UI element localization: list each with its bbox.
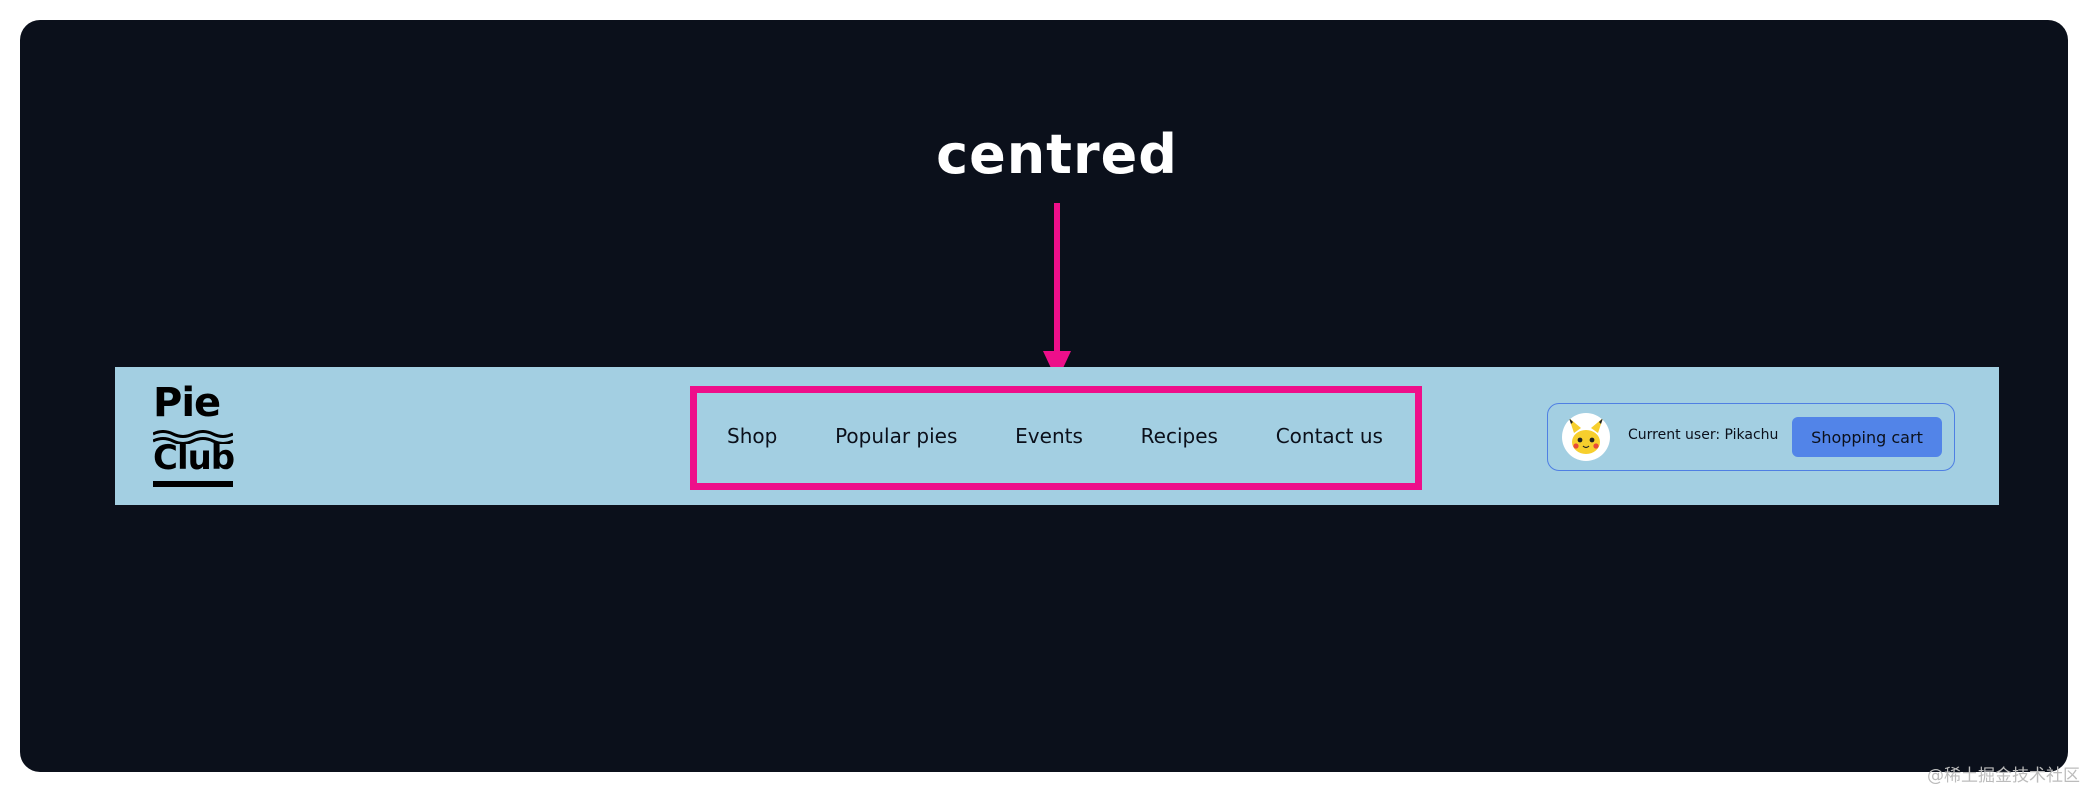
annotation-arrow-icon [1043,203,1071,381]
dark-canvas: centred Pie Club Shop Popular pies Event… [20,20,2068,772]
current-user-label: Current user: Pikachu [1628,427,1779,443]
watermark: @稀土掘金技术社区 [1927,766,2080,786]
nav-link-contact-us[interactable]: Contact us [1275,424,1383,448]
logo-underline [153,481,233,487]
pie-club-logo[interactable]: Pie Club [153,383,235,489]
avatar[interactable] [1562,413,1610,461]
user-panel: Current user: Pikachu Shopping cart [1547,403,1955,471]
site-header: Pie Club Shop Popular pies Events Recipe… [115,367,1999,505]
nav-link-events[interactable]: Events [1015,424,1083,448]
pikachu-avatar-icon [1569,418,1603,454]
shopping-cart-button[interactable]: Shopping cart [1792,417,1942,457]
annotation-label: centred [936,123,1178,186]
main-nav: Shop Popular pies Events Recipes Contact… [691,389,1415,483]
logo-word-club: Club [153,438,235,478]
nav-link-popular-pies[interactable]: Popular pies [835,424,958,448]
nav-link-recipes[interactable]: Recipes [1140,424,1218,448]
logo-word-pie: Pie [153,380,221,426]
nav-link-shop[interactable]: Shop [727,424,778,448]
logo-wave-icon [153,430,233,444]
